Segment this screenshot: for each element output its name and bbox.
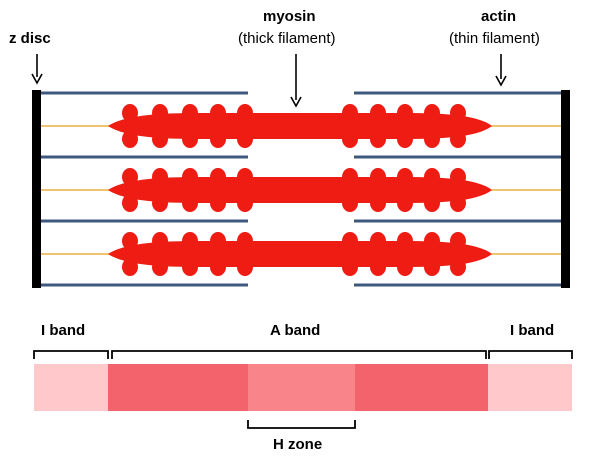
myosin-head-top-3-3 [182, 232, 198, 250]
actin-filaments [40, 91, 563, 287]
myosin-head-top-2-3 [182, 168, 198, 186]
myosin-label: myosin [263, 8, 316, 25]
myosin-head-bottom-3-5 [237, 258, 253, 276]
myosin-head-bottom-3-3 [182, 258, 198, 276]
z-disc-label: z disc [9, 30, 51, 47]
myosin-head-bottom-1-7 [370, 130, 386, 148]
myosin-shaft-3 [108, 241, 492, 267]
myosin-head-top-3-7 [370, 232, 386, 250]
myosin-head-top-3-1 [122, 232, 138, 250]
myosin-head-bottom-1-10 [450, 130, 466, 148]
myosin-head-top-3-9 [424, 232, 440, 250]
myosin-head-top-1-7 [370, 104, 386, 122]
myosin-head-top-3-4 [210, 232, 226, 250]
h-zone-bracket [247, 420, 356, 429]
myosin-head-bottom-1-3 [182, 130, 198, 148]
myosin-head-top-2-10 [450, 168, 466, 186]
myosin-head-top-1-10 [450, 104, 466, 122]
myosin-head-bottom-2-5 [237, 194, 253, 212]
i-band-right-segment [488, 364, 572, 411]
z-disc-right [561, 90, 570, 288]
a-band-right-segment [355, 364, 488, 411]
myosin-head-bottom-2-1 [122, 194, 138, 212]
myosin-head-top-3-8 [397, 232, 413, 250]
myosin-head-top-1-6 [342, 104, 358, 122]
myosin-head-bottom-2-7 [370, 194, 386, 212]
myosin-head-top-3-5 [237, 232, 253, 250]
myosin-head-top-1-5 [237, 104, 253, 122]
myosin-shaft-2 [108, 177, 492, 203]
myosin-head-top-3-2 [152, 232, 168, 250]
myosin-head-bottom-2-2 [152, 194, 168, 212]
myosin-head-top-1-3 [182, 104, 198, 122]
myosin-head-bottom-2-8 [397, 194, 413, 212]
myosin-head-bottom-1-9 [424, 130, 440, 148]
myosin-head-top-2-9 [424, 168, 440, 186]
i-band-right-bracket [488, 350, 573, 359]
i-band-right-label: I band [510, 322, 555, 339]
z-disc-arrow-head [31, 73, 43, 85]
myosin-head-top-1-4 [210, 104, 226, 122]
myosin-head-top-2-7 [370, 168, 386, 186]
myosin-head-bottom-2-3 [182, 194, 198, 212]
myosin-head-bottom-1-1 [122, 130, 138, 148]
z-discs [32, 90, 570, 288]
myosin-head-bottom-3-6 [342, 258, 358, 276]
myosin-head-bottom-2-6 [342, 194, 358, 212]
myosin-head-bottom-2-4 [210, 194, 226, 212]
myosin-head-bottom-2-10 [450, 194, 466, 212]
myosin-shaft-1 [108, 113, 492, 139]
myosin-head-top-1-9 [424, 104, 440, 122]
myosin-sublabel: (thick filament) [238, 30, 336, 47]
z-disc-left [32, 90, 41, 288]
myosin-head-bottom-3-8 [397, 258, 413, 276]
myosin-head-top-1-2 [152, 104, 168, 122]
myosin-head-bottom-1-2 [152, 130, 168, 148]
myosin-head-bottom-1-4 [210, 130, 226, 148]
a-band-label: A band [270, 322, 321, 339]
band-strip [34, 364, 572, 411]
myosin-head-bottom-3-9 [424, 258, 440, 276]
myosin-head-top-1-8 [397, 104, 413, 122]
actin-label: actin [481, 8, 517, 25]
myosin-head-bottom-1-5 [237, 130, 253, 148]
myosin-arrow-head [290, 96, 302, 108]
label-arrows [31, 54, 507, 108]
myosin-head-bottom-3-2 [152, 258, 168, 276]
actin-sublabel: (thin filament) [449, 30, 540, 47]
myosin-head-top-2-8 [397, 168, 413, 186]
myosin-head-top-3-6 [342, 232, 358, 250]
actin-arrow-head [495, 75, 507, 87]
a-band-left-segment [108, 364, 248, 411]
i-band-left-label: I band [41, 322, 86, 339]
myosin-head-top-2-6 [342, 168, 358, 186]
myosin-head-top-2-4 [210, 168, 226, 186]
myosin-head-bottom-2-9 [424, 194, 440, 212]
myosin-head-bottom-1-6 [342, 130, 358, 148]
i-band-left-bracket [33, 350, 109, 359]
myosin-head-top-2-2 [152, 168, 168, 186]
h-zone-label: H zone [273, 436, 323, 453]
myosin-head-top-2-5 [237, 168, 253, 186]
band-brackets [33, 350, 573, 429]
myosin-head-bottom-3-10 [450, 258, 466, 276]
myosin-head-bottom-3-4 [210, 258, 226, 276]
myosin-filaments [108, 104, 492, 276]
myosin-head-top-1-1 [122, 104, 138, 122]
myosin-head-bottom-3-7 [370, 258, 386, 276]
myosin-head-bottom-1-8 [397, 130, 413, 148]
myosin-head-top-3-10 [450, 232, 466, 250]
myosin-head-bottom-3-1 [122, 258, 138, 276]
a-band-bracket [111, 350, 487, 359]
titin-connectors [40, 125, 563, 255]
h-zone-segment [248, 364, 355, 411]
i-band-left-segment [34, 364, 108, 411]
myosin-head-top-2-1 [122, 168, 138, 186]
